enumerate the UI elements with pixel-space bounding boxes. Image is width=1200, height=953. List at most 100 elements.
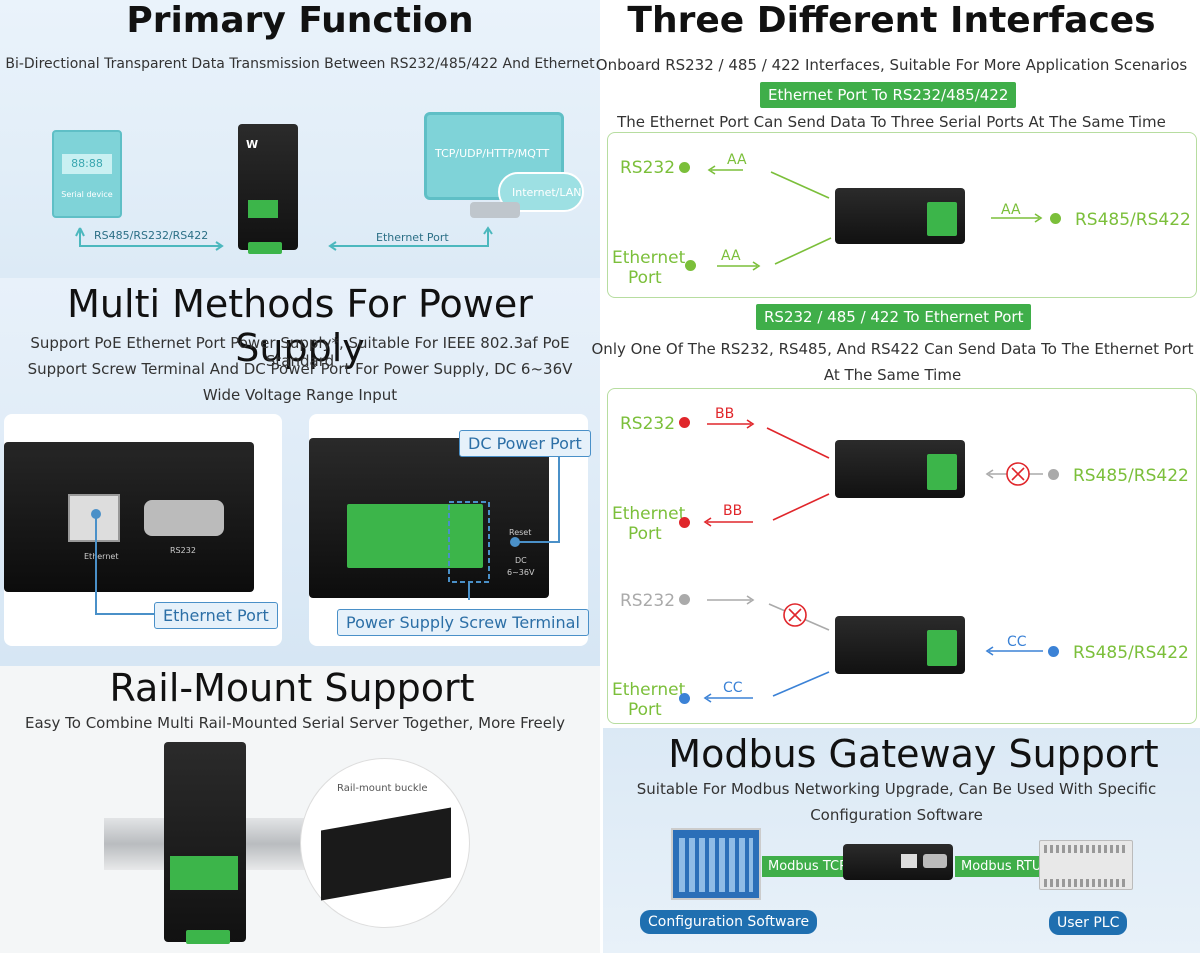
power-callout-lines (448, 454, 560, 600)
rs485-label-1: RS485/RS422 (1075, 210, 1191, 230)
db9-port-icon (144, 500, 224, 536)
rail-mount-panel: Rail-Mount Support Easy To Combine Multi… (0, 666, 600, 953)
modbus-rtu-tag: Modbus RTU (955, 856, 1048, 877)
serial-device-illustration: 88:88 Serial device (52, 130, 122, 218)
device-box-2 (835, 440, 965, 498)
aa-label-1: AA (727, 152, 747, 168)
device-box-1-terminal (927, 202, 957, 236)
device-front-view: Ethernet RS232 (4, 442, 254, 592)
rs485-label-2: RS485/RS422 (1073, 466, 1189, 486)
monitor-stand (470, 202, 520, 218)
rail-mounted-device (164, 742, 246, 944)
serial-to-ethernet-desc-a: Only One Of The RS232, RS485, And RS422 … (591, 340, 1194, 358)
primary-arrows (75, 226, 493, 251)
rs485-label-3: RS485/RS422 (1073, 643, 1189, 663)
modbus-tcp-tag: Modbus TCP (762, 856, 853, 877)
primary-title: Primary Function (126, 0, 474, 41)
waveshare-logo-icon: W (246, 138, 259, 151)
ethernet-label-3b: Port (628, 700, 662, 720)
port-reset-label: Reset (509, 528, 532, 537)
modbus-panel: Modbus Gateway Support Suitable For Modb… (603, 728, 1200, 953)
serial-to-ethernet-tag: RS232 / 485 / 422 To Ethernet Port (756, 304, 1032, 330)
dc-power-port-callout: DC Power Port (459, 430, 591, 457)
power-line-1: Support PoE Ethernet Port Power Supply*,… (30, 334, 570, 370)
device-rear-view: DC 6~36V Reset (309, 438, 549, 598)
power-line-3: Wide Voltage Range Input (202, 386, 398, 404)
ethernet-label-3a: Ethernet (612, 680, 686, 700)
rail-device-terminal (186, 930, 230, 944)
ethernet-label-1a: Ethernet (612, 248, 686, 268)
plc-terminals (1044, 845, 1128, 853)
modbus-line-2: Configuration Software (810, 806, 983, 824)
rail-title: Rail-Mount Support (109, 666, 475, 710)
plc-device (1039, 840, 1133, 890)
screw-terminal-callout: Power Supply Screw Terminal (337, 609, 589, 636)
rail-device-label-strip (170, 856, 238, 890)
interfaces-title: Three Different Interfaces (627, 0, 1156, 41)
single-sender-lines (703, 419, 1043, 703)
arrow-left-label: RS485/RS232/RS422 (94, 229, 209, 242)
cc-label-2: CC (723, 680, 743, 696)
power-supply-panel: Multi Methods For Power Supply Support P… (0, 278, 600, 666)
ethernet-label-2a: Ethernet (612, 504, 686, 524)
rs485-dot-1 (1050, 213, 1061, 224)
power-port-photo: DC 6~36V Reset DC Power Port Power Suppl… (309, 414, 591, 646)
ethernet-dot-2 (679, 517, 690, 528)
bb-label-2: BB (723, 503, 743, 519)
bb-label-1: BB (715, 406, 735, 422)
device-box-3-terminal (927, 630, 957, 666)
primary-function-panel: Primary Function Bi-Directional Transpar… (0, 0, 600, 278)
ethernet-dot-3 (679, 693, 690, 704)
modbus-title: Modbus Gateway Support (668, 732, 1159, 776)
ethernet-label-2b: Port (628, 524, 662, 544)
power-line-2: Support Screw Terminal And DC Power Port… (27, 360, 573, 378)
broadcast-lines (707, 165, 1043, 271)
user-plc-pill: User PLC (1049, 911, 1128, 935)
buckle-part (321, 807, 451, 901)
port-eth-label: Ethernet (84, 552, 119, 561)
port-rs232-label: RS232 (170, 546, 196, 555)
serial-device-screen: 88:88 (62, 154, 112, 174)
config-software-pill: Configuration Software (640, 910, 818, 934)
interfaces-subtitle: Onboard RS232 / 485 / 422 Interfaces, Su… (595, 56, 1188, 74)
aa-label-2: AA (721, 248, 741, 264)
buckle-zoom-circle: Rail-mount buckle (300, 758, 470, 928)
rs232-label-1: RS232 (620, 158, 676, 178)
aa-label-3: AA (1001, 202, 1021, 218)
ethernet-port-callout: Ethernet Port (154, 602, 278, 629)
device-box-2-terminal (927, 454, 957, 490)
serial-to-ethernet-desc-b: At The Same Time (823, 366, 962, 384)
gateway-rj45-icon (901, 854, 917, 868)
device-terminal (248, 242, 282, 254)
ethernet-label-1b: Port (628, 268, 662, 288)
device-box-1 (835, 188, 965, 244)
rs232-label-2: RS232 (620, 414, 676, 434)
primary-subtitle: Bi-Directional Transparent Data Transmis… (5, 56, 595, 72)
config-software-screenshot (671, 828, 761, 900)
gateway-db9-icon (923, 854, 947, 868)
ethernet-callout-line (91, 509, 154, 615)
ethernet-port-photo: Ethernet RS232 Ethernet Port (4, 414, 282, 646)
modbus-line-1: Suitable For Modbus Networking Upgrade, … (636, 780, 1157, 798)
ethernet-to-serial-desc: The Ethernet Port Can Send Data To Three… (617, 113, 1166, 131)
serial-server-device: W (238, 124, 298, 254)
cloud-protocols-text: TCP/UDP/HTTP/MQTT (435, 147, 550, 160)
rs232-dot-2 (679, 417, 690, 428)
rail-subtitle: Easy To Combine Multi Rail-Mounted Seria… (25, 714, 565, 732)
modbus-gateway-device (843, 844, 953, 880)
ethernet-dot-1 (685, 260, 696, 271)
ethernet-to-serial-tag: Ethernet Port To RS232/485/422 (760, 82, 1017, 108)
screw-terminal-block (347, 504, 483, 568)
device-box-3 (835, 616, 965, 674)
rs485-dot-3 (1048, 646, 1059, 657)
rs232-dot-3 (679, 594, 690, 605)
buckle-label: Rail-mount buckle (337, 783, 428, 794)
rs232-dot-1 (679, 162, 690, 173)
cc-label-1: CC (1007, 634, 1027, 650)
port-dc-label: DC (515, 556, 527, 565)
arrow-right-label: Ethernet Port (376, 231, 449, 244)
device-label-strip (248, 200, 278, 218)
config-software-grid (679, 838, 753, 892)
rs232-label-3: RS232 (620, 591, 676, 611)
plc-terminals-bottom (1044, 879, 1128, 887)
